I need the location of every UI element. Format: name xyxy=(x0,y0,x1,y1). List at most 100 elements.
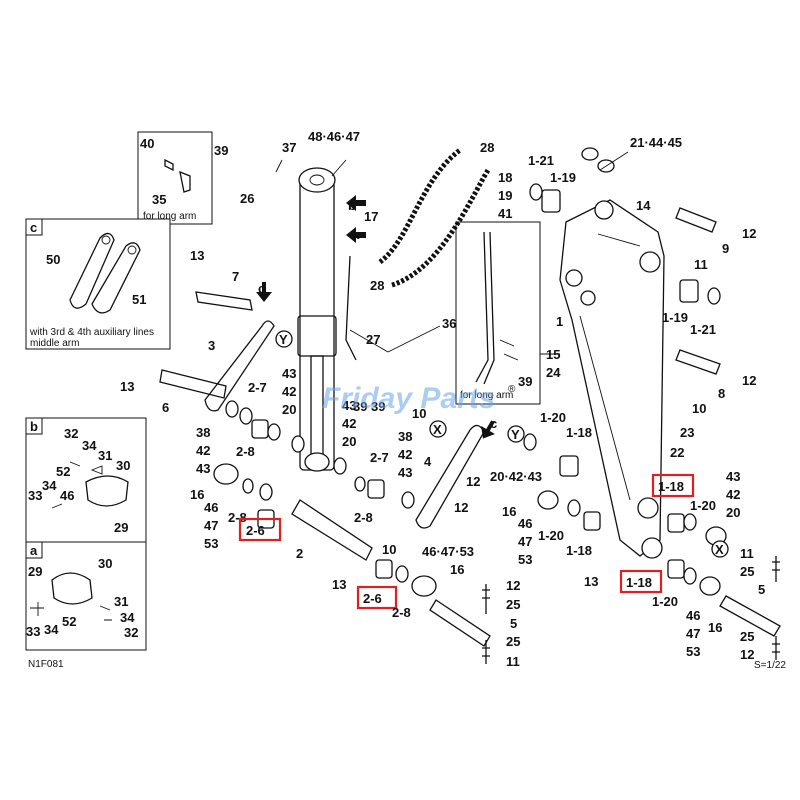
label-42-center-r: 42 xyxy=(398,447,412,462)
label-20-center-left: 20 xyxy=(282,402,296,417)
inset-b: b 32 34 31 52 30 33 34 46 29 xyxy=(25,417,147,543)
bushing-1-18-d xyxy=(667,559,685,579)
label-42-left: 42 xyxy=(196,443,210,458)
inset-b-part-31: 31 xyxy=(98,448,112,463)
pin-5-right xyxy=(719,595,781,637)
pipe-27 xyxy=(345,255,357,361)
inset-a-part-52: 52 xyxy=(62,614,76,629)
label-1-18-low: 1-18 xyxy=(566,543,592,558)
label-1-18-center: 1-18 xyxy=(566,425,592,440)
label-7: 7 xyxy=(232,269,239,284)
label-12-top-right: 12 xyxy=(742,226,756,241)
part-labels: 48·46·47 39 37 26 17 b a 28 18 19 41 28 … xyxy=(120,129,765,669)
bushing-1-18-a xyxy=(559,455,579,477)
seal-2-8-c xyxy=(259,483,273,501)
inset-a-frame xyxy=(25,541,147,651)
inset-c-caption-1: with 3rd & 4th auxiliary lines xyxy=(29,327,154,338)
hydraulic-hoses xyxy=(345,148,491,361)
bushing-1-19-right xyxy=(679,279,699,303)
label-9: 9 xyxy=(722,241,729,256)
label-24: 24 xyxy=(546,365,561,380)
pipe-bolts-long-arm xyxy=(499,339,519,361)
label-42-center: 42 xyxy=(342,416,356,431)
pin-8 xyxy=(675,349,721,375)
label-25-bottom: 25 xyxy=(506,597,520,612)
label-39-center: 39 xyxy=(353,399,367,414)
label-12-right: 12 xyxy=(742,373,756,388)
label-22: 22 xyxy=(670,445,684,460)
figure-code: N1F081 xyxy=(28,659,64,670)
seal-1-20-a xyxy=(567,499,581,517)
highlight-2-6-center xyxy=(356,585,398,610)
label-1-20-bottom: 1-20 xyxy=(652,594,678,609)
hose-upper xyxy=(378,148,462,265)
label-16-left: 16 xyxy=(190,487,204,502)
seal-2-8-a xyxy=(267,423,281,441)
page-reference: S=1/22 xyxy=(754,660,786,671)
seal-1-21-right xyxy=(707,287,721,305)
direction-arrows xyxy=(256,195,495,439)
shim-ring-3 xyxy=(291,435,305,453)
seal-1-20-c xyxy=(683,567,697,585)
label-25-bottom-low: 25 xyxy=(506,634,520,649)
inset-a-tag xyxy=(25,541,43,559)
cylinder-head-bore xyxy=(309,174,325,186)
label-13-right: 13 xyxy=(584,574,598,589)
inset-a-part-33: 33 xyxy=(26,624,40,639)
label-43-right: 43 xyxy=(726,469,740,484)
label-43-center-left: 43 xyxy=(282,366,296,381)
inset-b-part-32: 32 xyxy=(64,426,78,441)
bushing-2-6-b xyxy=(375,559,393,579)
label-12-bottom: 12 xyxy=(506,578,520,593)
callout-y-right-text: Y xyxy=(511,427,520,442)
fastener-stacks xyxy=(482,556,780,664)
arm-boss-top xyxy=(594,200,614,220)
inset-b-part-52: 52 xyxy=(56,464,70,479)
inset-b-tag xyxy=(25,417,43,435)
label-46-left: 46 xyxy=(204,500,218,515)
arm-frame-edges xyxy=(579,233,641,501)
label-11-right: 11 xyxy=(740,546,754,561)
pin-7 xyxy=(195,291,253,311)
label-38-left: 38 xyxy=(196,425,210,440)
callout-x-center-text: X xyxy=(433,422,442,437)
label-2-8-center: 2-8 xyxy=(354,510,373,525)
seal-1-21-top xyxy=(529,183,543,201)
inset-b-part-34: 34 xyxy=(82,438,97,453)
label-17: 17 xyxy=(364,209,378,224)
arm-cylinder xyxy=(297,167,337,472)
label-a-arrow: a xyxy=(352,227,360,242)
label-53-far-right: 53 xyxy=(686,644,700,659)
inset-c-tag xyxy=(25,218,43,236)
arm-body xyxy=(559,199,665,559)
cylinder-head-eye xyxy=(298,167,336,193)
inset-long-arm-right: 36 39 for long arm xyxy=(442,221,541,405)
label-2-8-bottom: 2-8 xyxy=(392,605,411,620)
inset-a-part-34b: 34 xyxy=(44,622,59,637)
shim-ring-5 xyxy=(401,491,415,509)
label-16-right: 16 xyxy=(502,504,516,519)
bushing-1-19-top xyxy=(541,189,561,213)
bushing-2-7-b xyxy=(367,479,385,499)
link-3 xyxy=(204,320,275,412)
label-38-center: 38 xyxy=(398,429,412,444)
inset-c-part-50: 50 xyxy=(46,252,60,267)
callout-x-right xyxy=(711,540,729,558)
label-10-center: 10 xyxy=(412,406,426,421)
label-47-right: 47 xyxy=(518,534,532,549)
label-47-left: 47 xyxy=(204,518,218,533)
o-ring-16-right xyxy=(537,490,559,510)
label-2: 2 xyxy=(296,546,303,561)
label-16-center: 16 xyxy=(450,562,464,577)
inset-c: c 50 51 with 3rd & 4th auxiliary lines m… xyxy=(25,218,171,350)
link-plate-50 xyxy=(69,232,115,309)
arm-boss-mid xyxy=(580,290,596,306)
rod-end-eye xyxy=(304,452,330,472)
label-46-right: 46 xyxy=(518,516,532,531)
clamp-bolt-sketch xyxy=(164,158,191,193)
label-2-6-left-highlight: 2-6 xyxy=(246,523,265,538)
label-26: 26 xyxy=(240,191,254,206)
label-2-7-left: 2-7 xyxy=(248,380,267,395)
label-20-right: 20 xyxy=(726,505,740,520)
